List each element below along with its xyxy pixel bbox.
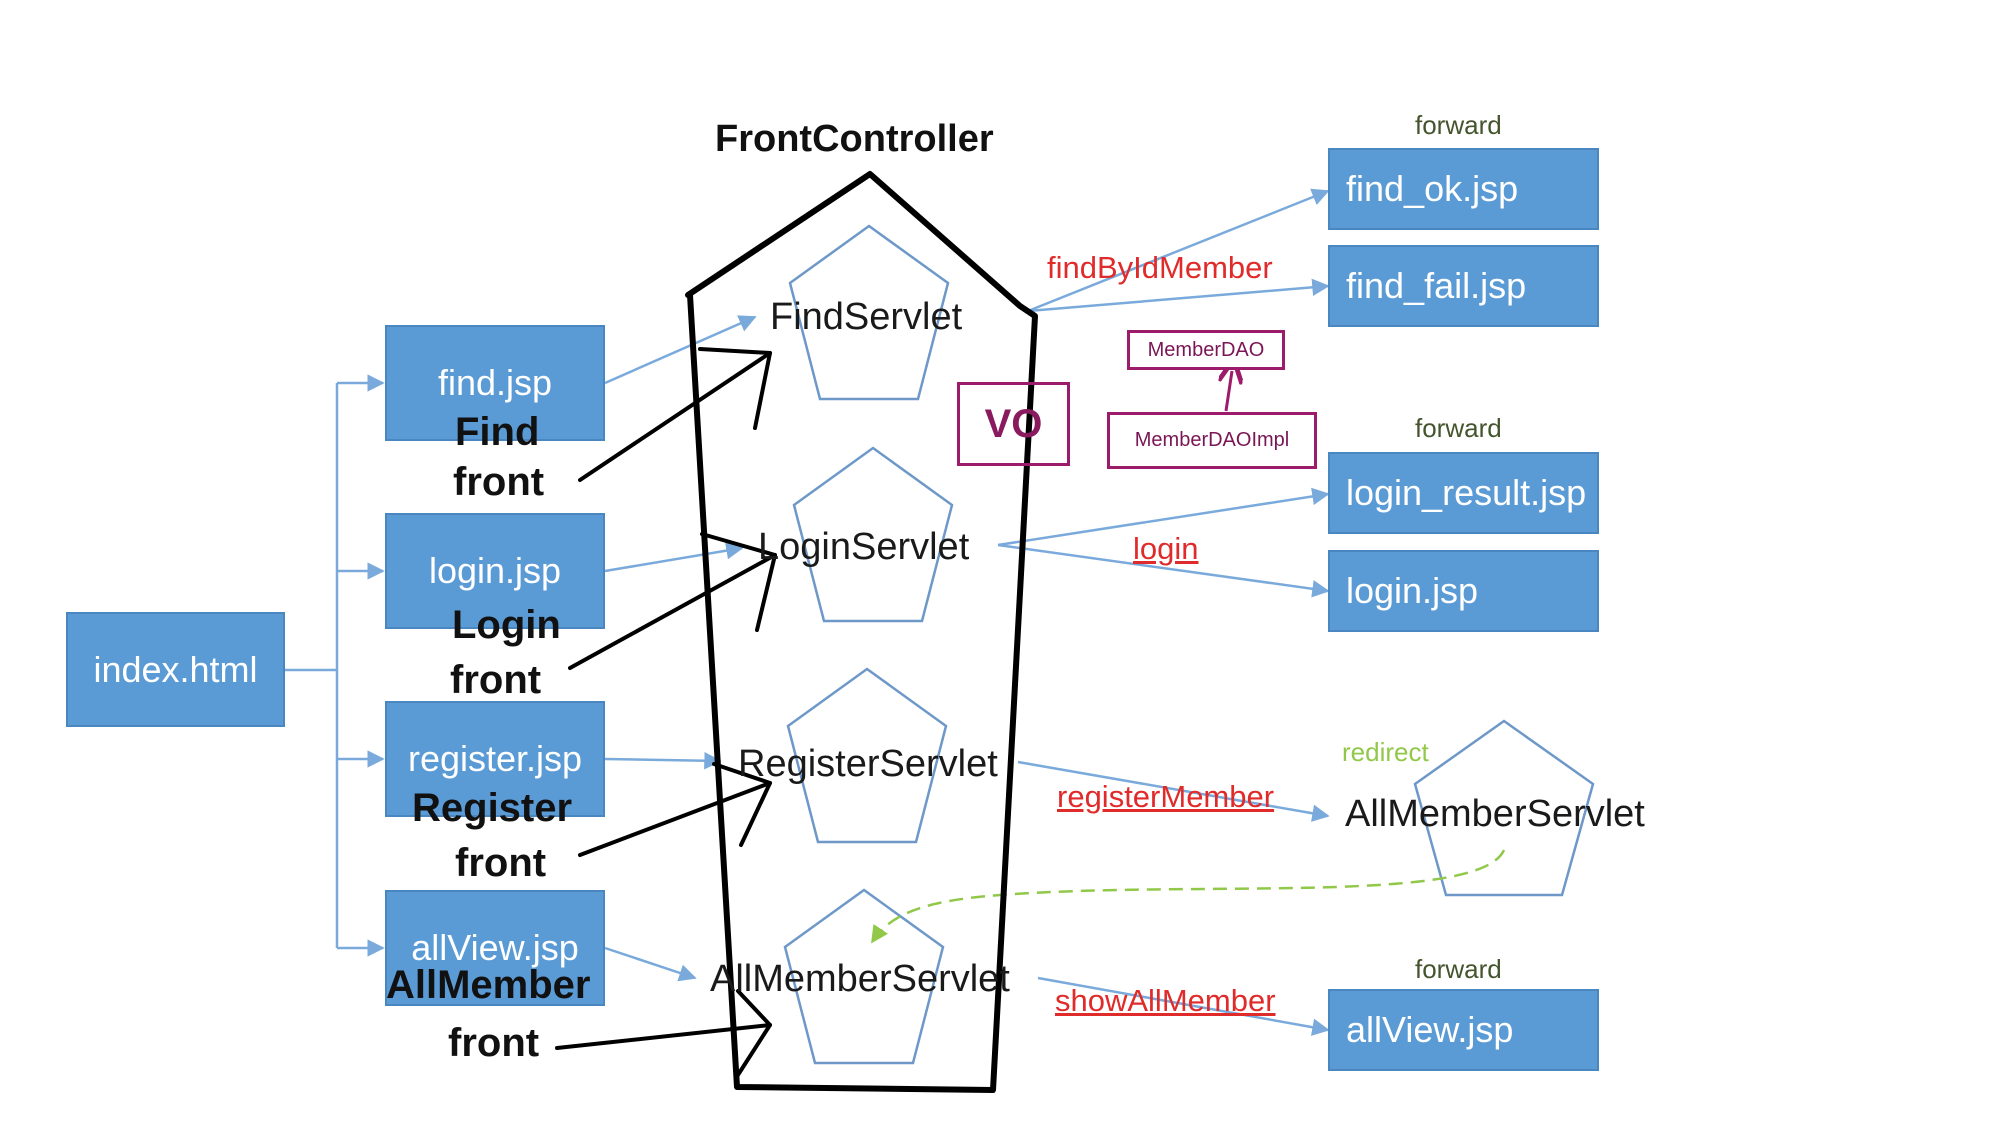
- front-controller-title: FrontController: [715, 118, 994, 160]
- login-result-jsp-box[interactable]: login_result.jsp: [1328, 452, 1599, 534]
- allmember-servlet-label: AllMemberServlet: [710, 958, 1010, 1000]
- front-controller-outline: [685, 171, 1038, 1093]
- member-dao-impl-label: MemberDAOImpl: [1134, 429, 1290, 451]
- login-front-label: Login: [452, 603, 561, 647]
- find-ok-jsp-box[interactable]: find_ok.jsp: [1328, 148, 1599, 230]
- login-jsp-output-box[interactable]: login.jsp: [1328, 550, 1599, 632]
- allview-jsp-output-box[interactable]: allView.jsp: [1328, 989, 1599, 1071]
- find-front-word: front: [453, 460, 545, 504]
- register-servlet-label: RegisterServlet: [738, 743, 998, 785]
- redirect-arrow: [870, 849, 1506, 944]
- find-servlet-label: FindServlet: [770, 296, 963, 338]
- forward-label-find: forward: [1415, 110, 1502, 140]
- find-jsp-label: find.jsp: [437, 362, 553, 403]
- find-fail-jsp-box[interactable]: find_fail.jsp: [1328, 245, 1599, 327]
- redirect-servlet-label: AllMemberServlet: [1345, 793, 1645, 835]
- login-method-label: login: [1133, 531, 1199, 566]
- vo-label: VO: [984, 401, 1043, 446]
- register-jsp-box[interactable]: register.jsp: [385, 701, 605, 817]
- login-jsp-output-label: login.jsp: [1346, 570, 1479, 611]
- allview-jsp-box[interactable]: allView.jsp: [385, 890, 605, 1006]
- register-jsp-label: register.jsp: [407, 738, 583, 779]
- register-method-label: registerMember: [1057, 779, 1275, 814]
- allmember-front-word: front: [448, 1021, 540, 1065]
- redirect-label: redirect: [1342, 737, 1429, 767]
- login-front-word: front: [450, 658, 542, 702]
- showall-method-label: showAllMember: [1055, 983, 1276, 1018]
- member-dao-box: MemberDAO: [1127, 330, 1285, 370]
- index-to-jsp-connectors: [285, 374, 385, 957]
- find-jsp-box[interactable]: find.jsp: [385, 325, 605, 441]
- forward-label-all: forward: [1415, 954, 1502, 984]
- login-jsp-label: login.jsp: [428, 550, 562, 591]
- register-front-label: Register: [412, 786, 573, 830]
- servlet-pentagons: [783, 224, 1595, 1065]
- find-front-label: Find: [455, 410, 540, 454]
- front-arrows: [555, 347, 777, 1080]
- index-html-box[interactable]: index.html: [66, 612, 285, 727]
- forward-label-login: forward: [1415, 413, 1502, 443]
- find-fail-jsp-label: find_fail.jsp: [1346, 265, 1527, 306]
- find-ok-jsp-label: find_ok.jsp: [1346, 168, 1519, 209]
- dao-implements-arrow: [1226, 371, 1232, 412]
- login-jsp-box[interactable]: login.jsp: [385, 513, 605, 629]
- member-dao-impl-box: MemberDAOImpl: [1107, 412, 1317, 469]
- index-html-label: index.html: [93, 648, 258, 690]
- allview-jsp-label: allView.jsp: [411, 927, 579, 968]
- find-method-label: findByIdMember: [1047, 250, 1273, 285]
- vo-box: VO: [957, 382, 1070, 466]
- login-servlet-label: LoginServlet: [758, 526, 970, 568]
- register-front-word: front: [455, 841, 547, 885]
- member-dao-label: MemberDAO: [1147, 338, 1265, 361]
- login-result-jsp-label: login_result.jsp: [1346, 472, 1587, 513]
- allview-jsp-output-label: allView.jsp: [1346, 1009, 1514, 1050]
- allmember-front-label: AllMember: [386, 963, 591, 1007]
- servlet-to-output-arrows: [997, 188, 1330, 1036]
- jsp-to-servlet-arrows: [604, 315, 757, 982]
